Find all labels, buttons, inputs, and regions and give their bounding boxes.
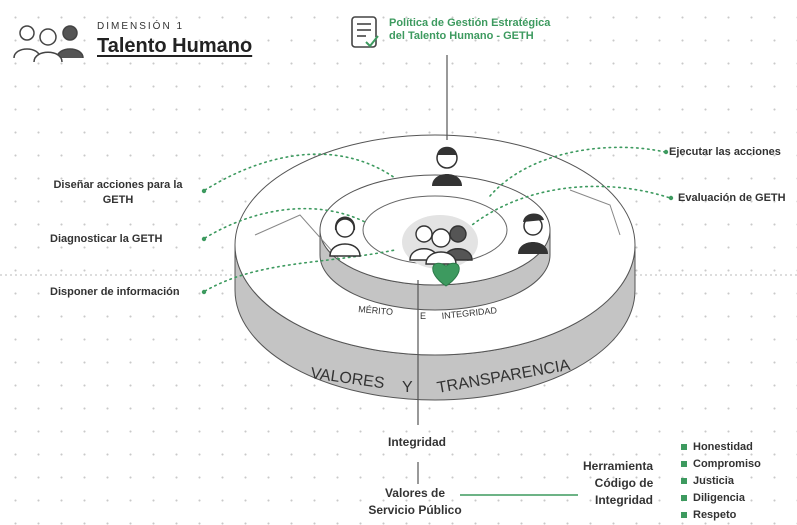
public-service-values: Valores de Servicio Público [360,485,470,519]
policy-line-2: del Talento Humano - GETH [389,30,534,42]
curve-execute [489,146,666,197]
action-information: Disponer de información [50,286,180,298]
curve-design [204,153,396,191]
policy-line-1: Política de Gestión Estratégica [389,17,551,29]
curve-dots [201,149,674,295]
inner-ring-word-2: E [420,311,426,321]
heart-icon [432,262,460,287]
tool-label: Herramienta [583,459,654,473]
tool-line-2: Integridad [594,493,653,507]
action-design-line-2: GETH [102,194,134,206]
ring-arrow-right [569,189,621,236]
curve-diagnose [204,207,366,239]
person-icon-left [329,216,361,257]
person-icon-top [432,146,462,186]
integrity-label: Integridad [388,435,447,449]
team-icon [13,25,84,63]
integrity-code: Código de Integridad [584,475,664,509]
center-team-icon [402,215,478,269]
action-design-line-1: Diseñar acciones para la [53,179,183,191]
value-item: Compromiso [681,456,761,473]
value-item: Justicia [681,473,761,490]
value-item: Respeto [681,507,761,524]
action-evaluate: Evaluación de GETH [678,192,786,204]
values-line-2: Servicio Público [368,503,462,517]
policy-title: Política de Gestión Estratégica del Tale… [389,17,579,43]
outer-ring-word-2: Y [402,379,413,396]
values-list: Honestidad Compromiso Justicia Diligenci… [681,439,761,524]
value-item: Honestidad [681,439,761,456]
action-design: Diseñar acciones para la GETH [38,178,198,208]
dimension-title: Talento Humano [97,35,253,57]
action-execute: Ejecutar las acciones [669,146,781,158]
person-icon-right [518,213,548,254]
action-curves [204,146,671,292]
ring-arrow-left [254,214,341,261]
curve-information [204,249,396,292]
action-diagnose: Diagnosticar la GETH [50,233,163,245]
dimension-label: DIMENSIÓN 1 [97,21,185,32]
inner-ring-word-1: MÉRITO [358,304,394,317]
document-check-icon [351,16,379,48]
value-item: Diligencia [681,490,761,507]
tool-line-1: Código de [594,476,654,490]
curve-evaluate [459,185,671,236]
values-line-1: Valores de [384,486,446,500]
